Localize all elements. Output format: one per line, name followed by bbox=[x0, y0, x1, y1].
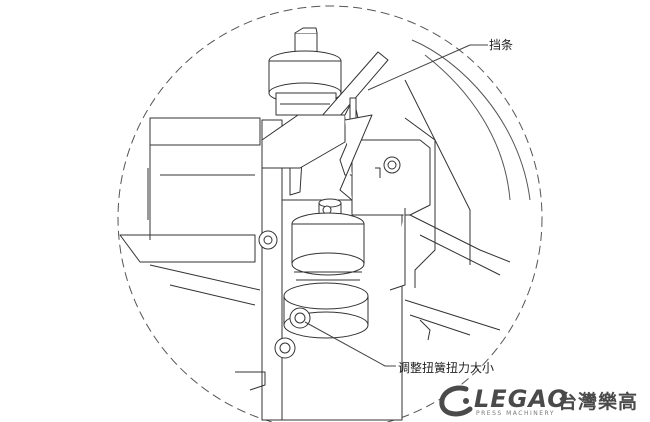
left-frame bbox=[119, 117, 261, 306]
callout-line-top bbox=[367, 44, 488, 91]
background-disc bbox=[411, 39, 531, 201]
brand-logo: LEGAO 台灣樂高 PRESS MACHINERY bbox=[436, 383, 646, 419]
callout-spring-adjust-label: 调整扭簧扭力大小 bbox=[398, 361, 495, 375]
logo-chinese-text: 台灣樂高 bbox=[558, 391, 639, 413]
logo-subtitle: PRESS MACHINERY bbox=[476, 410, 555, 417]
screw-left-upper bbox=[258, 230, 278, 250]
lower-roller bbox=[283, 198, 369, 339]
callout-stop-bar-label: 挡条 bbox=[489, 38, 514, 52]
logo-swoosh-icon bbox=[439, 385, 473, 417]
top-roller bbox=[268, 27, 342, 116]
screw-adjust bbox=[289, 307, 311, 329]
logo-brand-text: LEGAO bbox=[474, 385, 569, 413]
stop-bar bbox=[261, 51, 389, 201]
right-block bbox=[351, 139, 431, 291]
right-frame bbox=[404, 117, 511, 341]
screw-left-lower bbox=[274, 337, 296, 359]
callout-line-bottom bbox=[304, 321, 396, 367]
detail-circle bbox=[117, 5, 543, 422]
